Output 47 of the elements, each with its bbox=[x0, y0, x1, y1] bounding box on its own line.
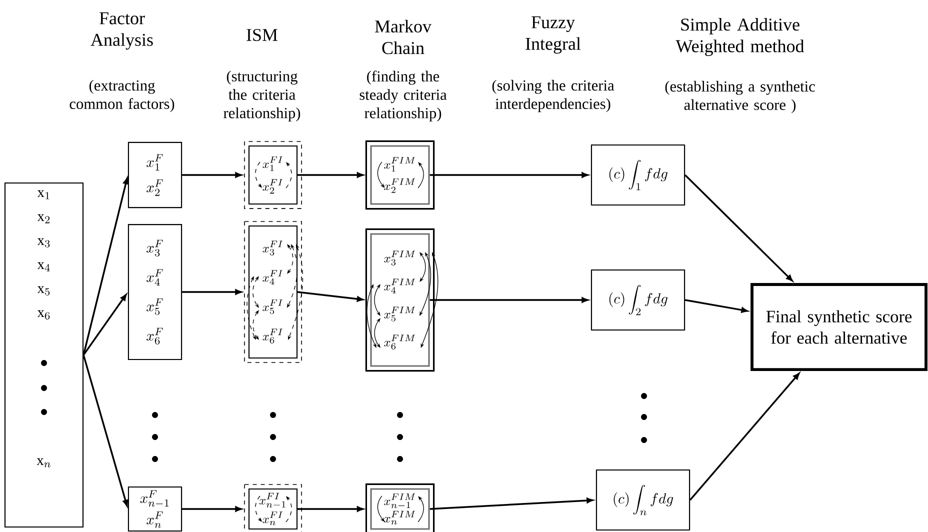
arrow bbox=[298, 506, 364, 512]
dashed-frame-box: $x_{3}^{FI}$ $x_{4}^{FI}$ $x_{5}^{FI}$ $x_{6}^{FI}$ bbox=[244, 221, 302, 363]
arrow bbox=[430, 172, 588, 178]
node-label: $x_{4}^{FI}$ bbox=[262, 270, 283, 285]
heading-text: (solving the criteria interdependencies) bbox=[492, 80, 614, 112]
arrow bbox=[82, 178, 129, 356]
node-label: $x_{5}^{FI}$ bbox=[262, 299, 283, 314]
double-frame-box: $x_{n-1}^{FIM}$ $x_{n}^{FIM}$ bbox=[365, 483, 435, 532]
arrow bbox=[182, 172, 242, 178]
heading-text: (establishing a synthetic alternative score ) bbox=[665, 80, 815, 114]
arrow bbox=[430, 297, 588, 303]
process-box: $(c)\int_{1} fdg$ bbox=[590, 144, 686, 206]
arrow bbox=[689, 372, 800, 501]
arrow bbox=[297, 291, 364, 302]
process-box: $x_{1}^{F}$ $x_{2}^{F}$ bbox=[128, 142, 182, 208]
node-label: $x_{4}^{FIM}$ bbox=[384, 278, 416, 294]
process-box: $x_{n-1}^{F}$ $x_{n}^{F}$ bbox=[128, 486, 182, 532]
arrow bbox=[182, 506, 242, 512]
process-box: $(c)\int_{2} fdg$ bbox=[590, 269, 686, 331]
arrow bbox=[684, 174, 793, 282]
heading-text: ISM bbox=[246, 28, 278, 42]
process-box: $(c)\int_{n} fdg$ bbox=[596, 469, 690, 531]
dashed-frame-box: $x_{1}^{FI}$ $x_{2}^{FI}$ bbox=[244, 141, 302, 209]
arrow bbox=[298, 172, 364, 178]
process-box: $\mathrm{x}_{1}$ $\mathrm{x}_{2}$ $\mathrm{x}_{3}$ $\mathrm{x}_{4}$ $\mathrm{x}_{5}$ $\mathrm{x}_{6}$ $\mathrm{x}_{n}$ bbox=[4, 182, 84, 528]
double-frame-box: $x_{3}^{FIM}$ $x_{4}^{FIM}$ $x_{5}^{FIM}$ $x_{6}^{FIM}$ bbox=[365, 228, 435, 372]
node-label: $x_{3}^{FI}$ bbox=[262, 240, 283, 256]
arrow bbox=[182, 289, 242, 295]
node-label: $x_{3}^{FIM}$ bbox=[384, 250, 416, 266]
node-label: $x_{6}^{FI}$ bbox=[262, 328, 283, 344]
heading-text: (finding the steady criteria relationship) bbox=[360, 70, 447, 122]
process-box: $x_{3}^{F}$ $x_{4}^{F}$ $x_{5}^{F}$ $x_{6}^{F}$ bbox=[128, 224, 182, 360]
node-label: $x_{6}^{FIM}$ bbox=[384, 334, 416, 350]
heading-text: Simple Additive Weighted method bbox=[676, 18, 804, 56]
arrow bbox=[82, 294, 127, 356]
node-label: $x_{5}^{FIM}$ bbox=[384, 306, 416, 322]
heading-text: (structuring the criteria relationship) bbox=[224, 70, 300, 122]
arrow bbox=[684, 299, 748, 313]
dashed-frame-box: $x_{n-1}^{FI}$ $x_{n}^{FI}$ bbox=[244, 484, 302, 532]
heading-text: (extracting common factors) bbox=[70, 80, 174, 112]
heading-text: Markov Chain bbox=[375, 20, 432, 54]
heading-text: Fuzzy Integral bbox=[526, 16, 581, 54]
arrow bbox=[82, 354, 128, 506]
double-frame-box: $x_{1}^{FIM}$ $x_{2}^{FIM}$ bbox=[365, 140, 435, 210]
heading-text: Factor Analysis bbox=[90, 12, 153, 50]
arrow bbox=[430, 498, 594, 510]
result-box: Final synthetic score for each alternative bbox=[750, 283, 928, 371]
